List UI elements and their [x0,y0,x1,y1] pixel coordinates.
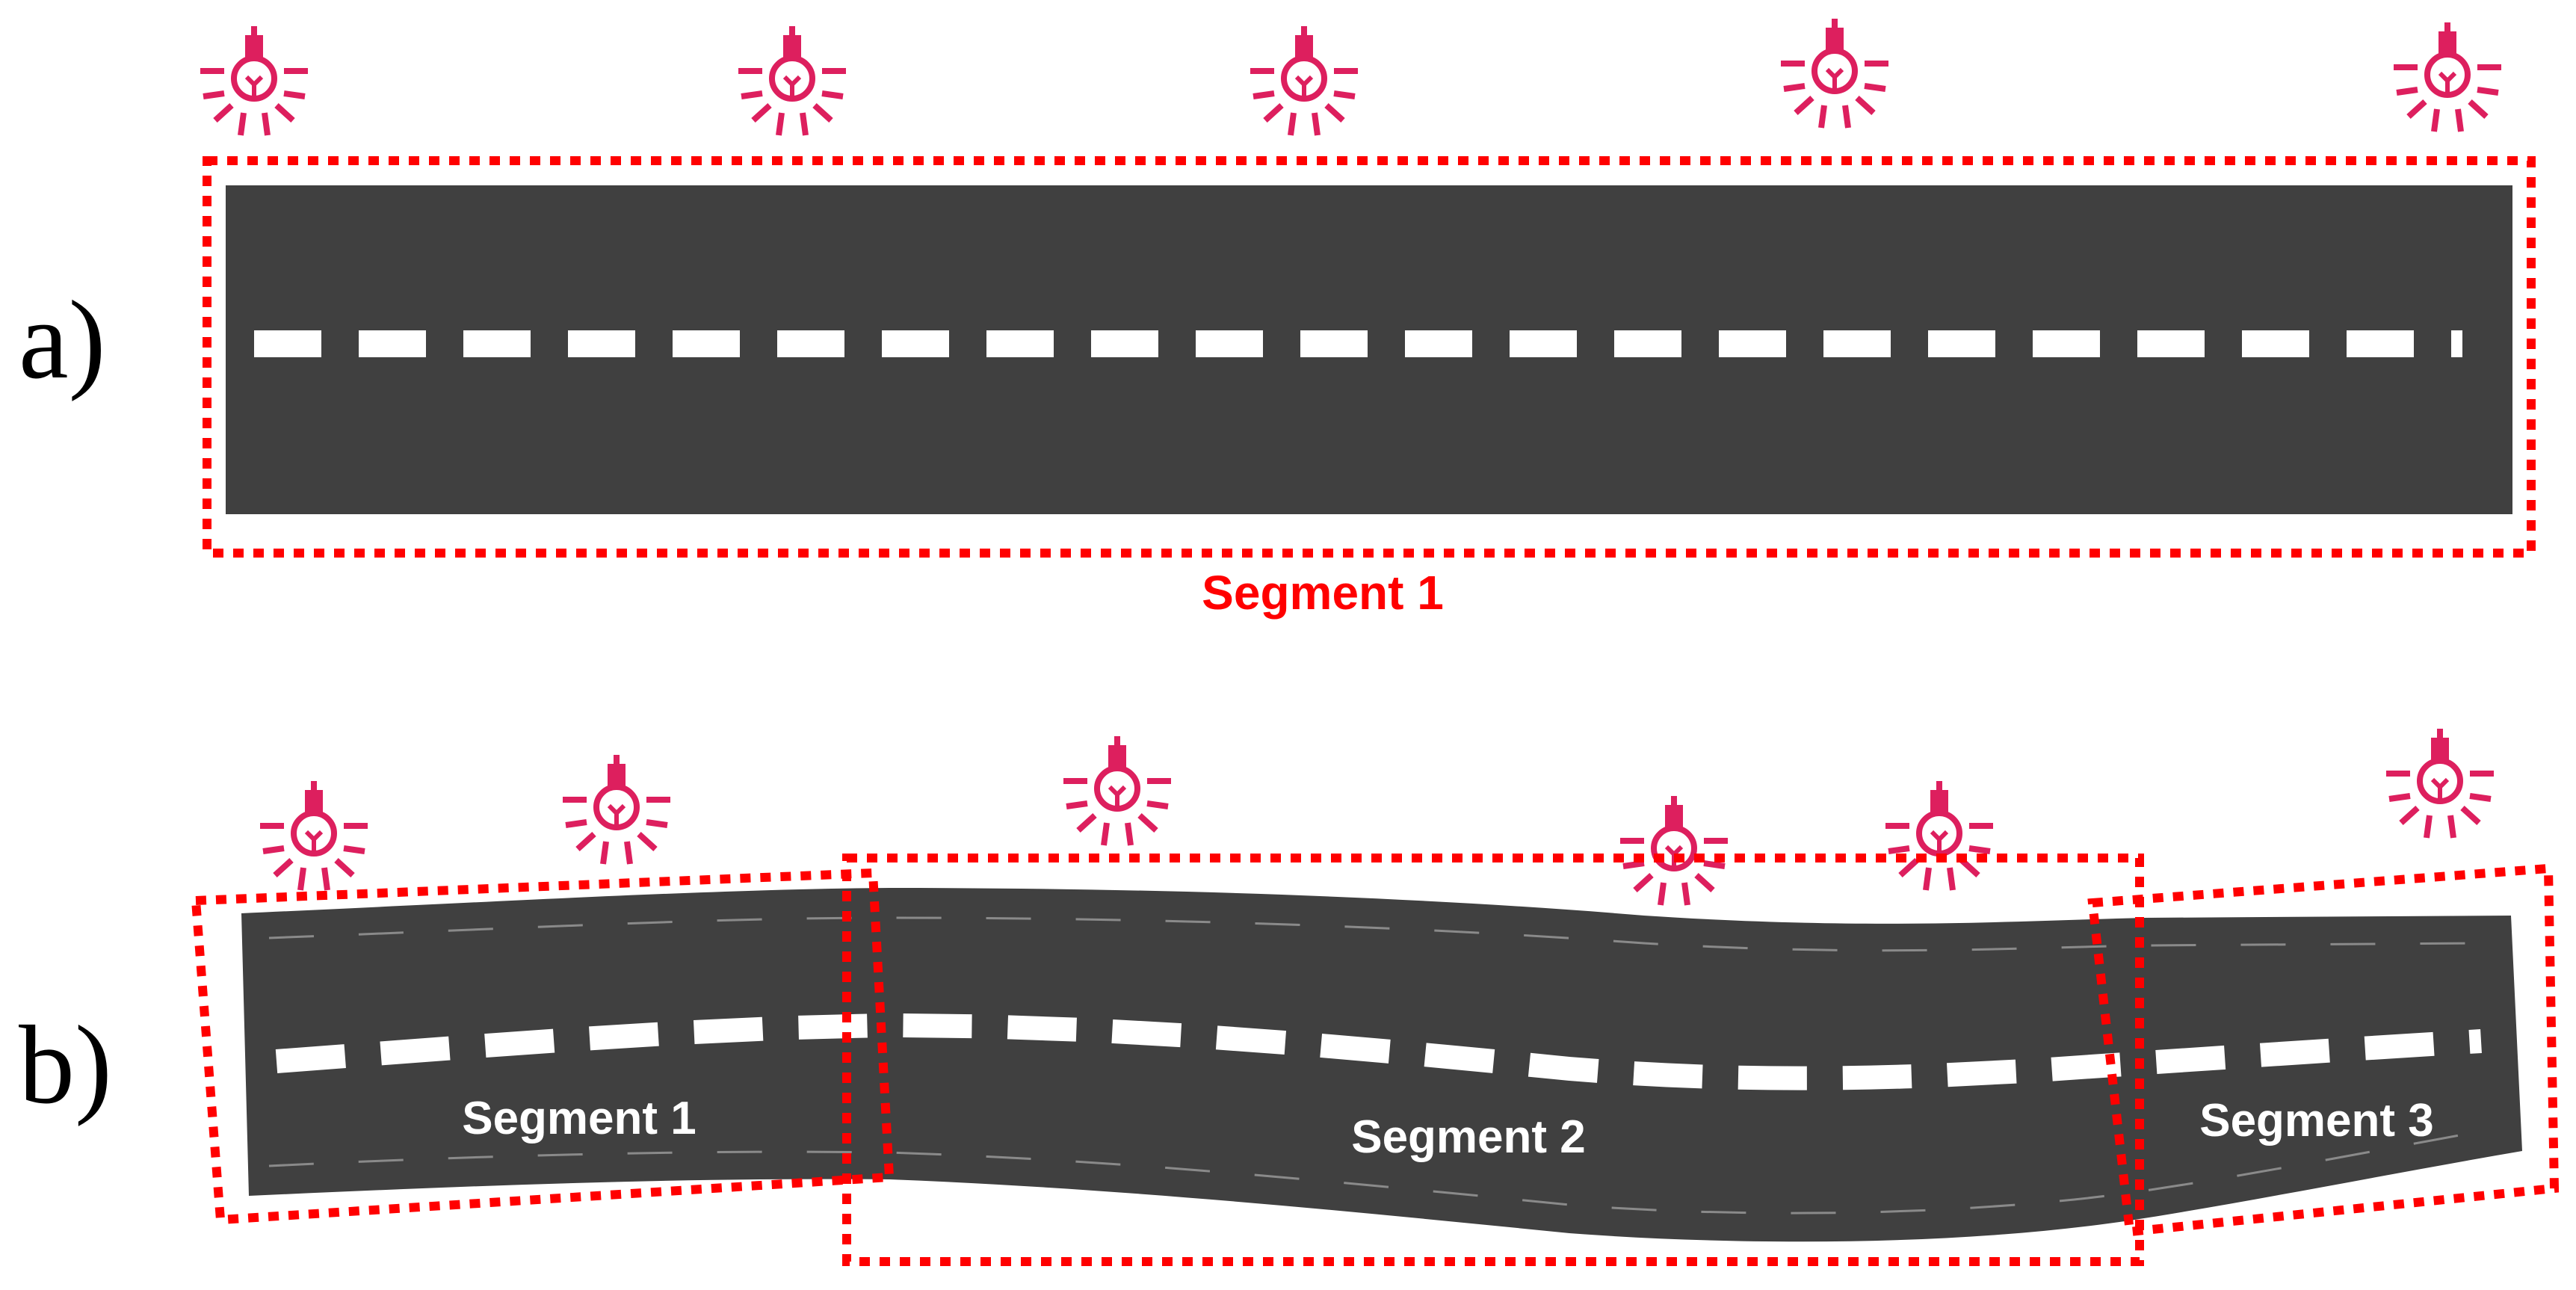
light-bulb-icon [1250,26,1358,135]
panel-b-segment-3-label: Segment 3 [2199,1095,2434,1147]
light-bulb-icon [1781,19,1888,128]
panel-b-lane-marking [275,1013,2482,1090]
light-bulb-icon [260,781,368,890]
panel-b-road-edge [268,916,2482,952]
light-bulb-icon [2394,22,2501,132]
panel-a-lamps [200,19,2501,135]
light-bulb-icon [1063,736,1171,845]
light-bulb-icon [200,26,308,135]
panel-b-road [241,888,2522,1242]
panel-b-segment-1-outline [191,868,895,1225]
panel-a-segment-outline [203,156,2536,558]
light-bulb-icon [738,26,846,135]
panel-b-road-edge [268,1129,2489,1215]
panel-b-segment-2-outline [842,854,2144,1266]
panel-a-segment-label: Segment 1 [1202,566,1444,620]
panel-b-segment-3-outline [2087,863,2560,1237]
panel-b-segment-2-label: Segment 2 [1351,1111,1586,1163]
panel-b-label: b) [19,1003,112,1127]
light-bulb-icon [1620,796,1728,905]
light-bulb-icon [2386,729,2494,838]
light-bulb-icon [563,755,670,864]
panel-a-label: a) [19,278,106,402]
panel-b-segment-1-label: Segment 1 [462,1093,696,1144]
panel-b-lamps [260,729,2494,905]
light-bulb-icon [1885,781,1993,890]
